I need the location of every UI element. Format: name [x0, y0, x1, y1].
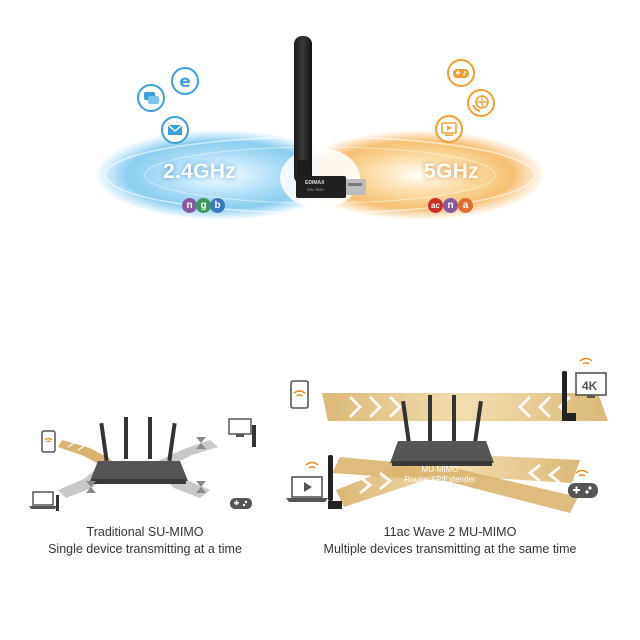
badge-a-5: a	[458, 198, 473, 213]
laptop-video-icon	[286, 455, 342, 509]
hourglass-icon	[86, 437, 206, 493]
blue-glow	[95, 130, 345, 220]
su-router	[90, 417, 188, 484]
badge-b-24: b	[210, 198, 225, 213]
svg-text:e: e	[179, 72, 191, 92]
badge-n-24: n	[182, 198, 197, 213]
gamepad-icon-su	[230, 498, 252, 509]
dongle-model: EW-7833	[307, 187, 324, 192]
mu-label-title: MU-MIMO	[421, 465, 459, 474]
desktop-icon	[228, 418, 256, 447]
orange-glow	[295, 130, 545, 220]
mu-mimo-diagram	[286, 357, 608, 513]
tv-4k-label: 4K	[582, 379, 598, 393]
tv-4k-icon	[562, 357, 607, 421]
su-mimo-caption: Traditional SU-MIMO Single device transm…	[20, 524, 270, 558]
gamepad-icon-mu	[568, 469, 598, 498]
su-mimo-diagram	[29, 417, 256, 511]
mu-caption-subtitle: Multiple devices transmitting at the sam…	[323, 542, 577, 556]
globe-phone-icon	[467, 89, 495, 117]
badge-n-5: n	[443, 198, 458, 213]
laptop-icon	[29, 491, 59, 511]
mu-label-subtitle: Router/AP/Extender	[404, 475, 476, 484]
mu-mimo-caption: 11ac Wave 2 MU-MIMO Multiple devices tra…	[300, 524, 600, 558]
su-caption-title: Traditional SU-MIMO	[86, 525, 204, 539]
su-caption-subtitle: Single device transmitting at a time	[48, 542, 242, 556]
browser-e-icon: e	[171, 67, 199, 95]
dongle-brand: EDIMAX	[305, 180, 325, 186]
dual-band-illustration	[95, 36, 545, 220]
mu-router	[390, 395, 494, 466]
badge-g-24: g	[196, 198, 211, 213]
mu-caption-title: 11ac Wave 2 MU-MIMO	[383, 525, 517, 539]
email-icon	[161, 116, 189, 144]
band-24ghz-label: 2.4GHz	[163, 160, 236, 183]
badge-ac-5: ac	[428, 198, 443, 213]
band-5ghz-label: 5GHz	[424, 160, 479, 183]
chat-icon	[137, 84, 165, 112]
mu-mimo-label: MU-MIMO Router/AP/Extender	[392, 465, 488, 485]
usb-adapter-antenna	[294, 36, 366, 198]
phone-icon	[41, 430, 56, 453]
video-play-icon	[435, 115, 463, 143]
phone-icon-mu	[290, 380, 309, 409]
gamepad-icon	[447, 59, 475, 87]
